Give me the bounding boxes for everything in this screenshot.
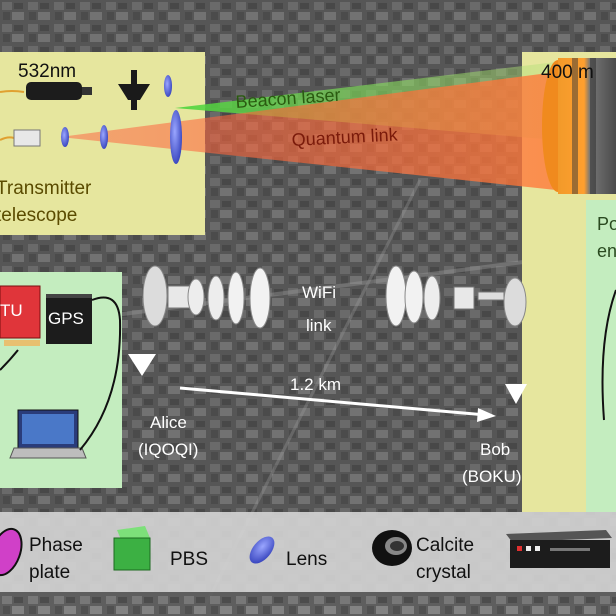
mirror-mount-icon <box>118 70 150 110</box>
fiber-coupler-icon <box>0 129 41 147</box>
receiver-panel-text-2: en <box>597 241 616 261</box>
distance-label: 1.2 km <box>290 375 341 394</box>
lens-icon <box>61 127 69 147</box>
cable <box>0 349 19 371</box>
gps-receiver-icon <box>46 294 92 344</box>
receiver-panel-text-1: Po <box>597 214 616 234</box>
receiver-green-panel <box>586 200 616 512</box>
quantum-link-beam <box>60 72 556 190</box>
gps-label: GPS <box>48 309 84 328</box>
receiver-telescope-icon <box>542 58 616 194</box>
time-tagging-unit-icon <box>506 530 612 568</box>
lens-icon <box>170 110 182 164</box>
legend-label: PBS <box>170 549 208 570</box>
lens-icon <box>249 536 275 564</box>
bob-name-label: Bob <box>480 440 510 459</box>
legend-label: Calcite <box>416 535 474 556</box>
tu-label: TU <box>0 301 23 320</box>
bob-location-marker-icon <box>505 384 527 404</box>
alice-location-marker-icon <box>128 354 156 376</box>
lens-icon <box>164 75 172 97</box>
legend-item-pbs: PBS <box>113 526 208 571</box>
laptop-icon <box>9 409 87 459</box>
legend-item-time-tagger <box>506 530 612 568</box>
wifi-antenna-alice-icon <box>142 265 271 329</box>
wifi-label: WiFi <box>302 283 336 302</box>
legend-item-phase-plate: Phase plate <box>0 527 83 583</box>
bob-institute-label: (BOKU) <box>462 467 522 486</box>
laser-source-icon <box>0 82 92 100</box>
cable <box>79 296 122 451</box>
calcite-crystal-icon <box>372 530 412 566</box>
distance-arrow <box>179 386 487 417</box>
alice-name-label: Alice <box>150 413 187 432</box>
cable <box>601 289 616 421</box>
phase-plate-icon <box>0 527 23 577</box>
time-tagging-unit-icon <box>0 285 41 346</box>
wifi-link-label: link <box>306 316 332 335</box>
legend-label: Lens <box>286 549 327 570</box>
legend-item-lens: Lens <box>249 536 327 570</box>
receiver-distance-label: 400 m <box>541 62 594 83</box>
legend-label: Phase <box>29 535 83 556</box>
wavelength-label: 532nm <box>18 61 76 82</box>
transmitter-title: Transmitter <box>0 178 92 199</box>
pbs-cube-icon <box>113 526 151 571</box>
transmitter-subtitle: telescope <box>0 205 77 226</box>
wifi-antenna-bob-icon <box>385 265 527 327</box>
alice-institute-label: (IQOQI) <box>138 440 198 459</box>
arrow-head-icon <box>477 408 496 422</box>
legend-label: crystal <box>416 562 471 583</box>
lens-icon <box>100 125 108 149</box>
legend-item-calcite: Calcite crystal <box>372 530 474 583</box>
legend-label: plate <box>29 562 70 583</box>
